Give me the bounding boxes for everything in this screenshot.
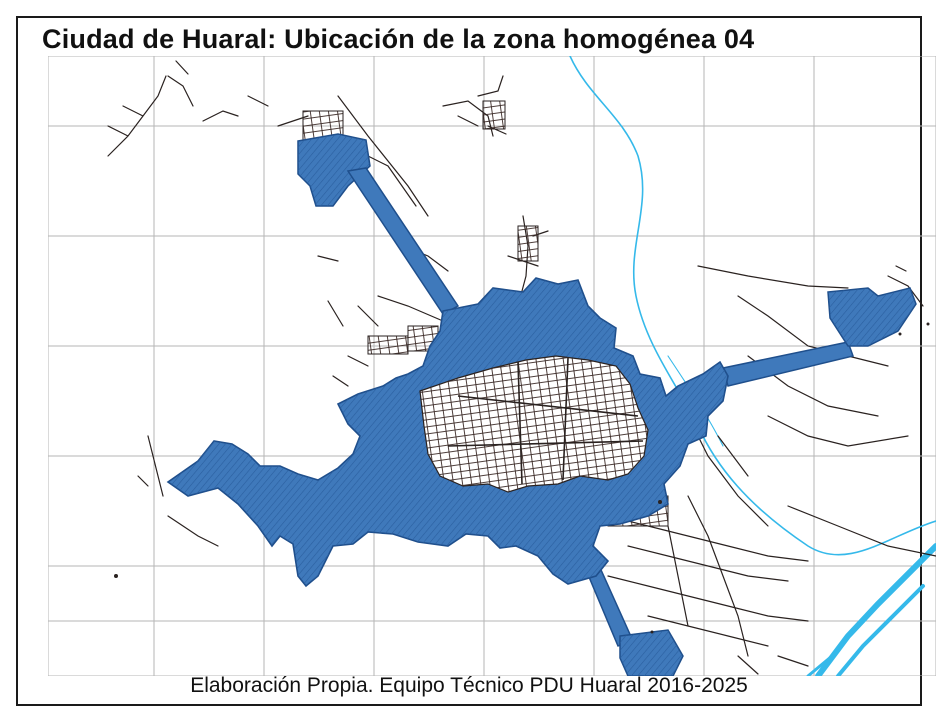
map-canvas — [48, 56, 936, 676]
city-center — [419, 355, 649, 493]
map-caption: Elaboración Propia. Equipo Técnico PDU H… — [190, 674, 748, 697]
scattered-points — [114, 322, 930, 634]
map-figure: Ciudad de Huaral: Ubicación de la zona h… — [16, 16, 936, 706]
rivers — [569, 56, 936, 676]
map-title: Ciudad de Huaral: Ubicación de la zona h… — [42, 24, 755, 54]
